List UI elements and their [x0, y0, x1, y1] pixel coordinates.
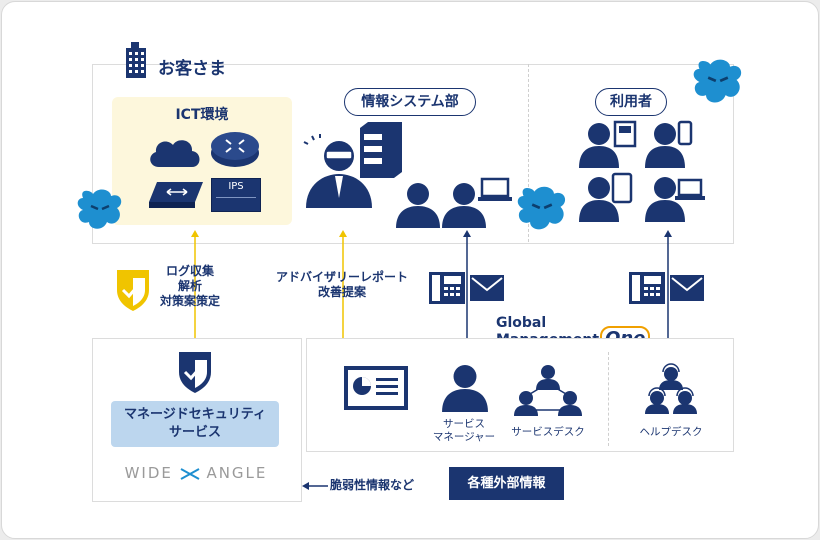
- user-mobile-icon: [645, 120, 693, 168]
- user-laptop-icon: [645, 177, 705, 222]
- shield-check-icon-navy: [179, 352, 211, 393]
- ips-device: IPS: [211, 178, 261, 212]
- server-icon: [360, 122, 402, 178]
- vuln-arrow: [302, 482, 328, 490]
- user-phone-icon: [579, 120, 637, 168]
- external-info-box: 各種外部情報: [449, 467, 564, 500]
- double-arrow-users: [664, 230, 672, 352]
- wide-angle-logo: WIDE ANGLE: [124, 464, 268, 482]
- router-icon: [211, 132, 259, 167]
- frame-divider: [528, 64, 530, 242]
- mail-icon-left: [470, 275, 504, 301]
- yellow-arrow-middle: [339, 230, 347, 338]
- shield-check-icon-yellow: [117, 270, 149, 311]
- customer-label: お客さま: [158, 59, 226, 79]
- vuln-info-label: 脆弱性情報など: [330, 478, 415, 492]
- is-dept-label: 情報システム部: [344, 88, 476, 116]
- ips-grid: [216, 197, 256, 208]
- mail-icon-right: [670, 275, 704, 301]
- log-analysis-text: ログ収集 解析 対策案策定: [159, 264, 220, 308]
- switch-icon: [149, 182, 203, 208]
- threat-monster-icon-left: [77, 189, 122, 229]
- staff-person-icon: [396, 183, 440, 228]
- help-desk-team-icon: [645, 363, 697, 414]
- ict-environment-box: [112, 97, 292, 225]
- staff-person-laptop-icon: [442, 183, 486, 228]
- phone-icon-right: [629, 272, 665, 304]
- wide-angle-mark-icon: [180, 467, 200, 480]
- double-arrow-is-dept: [463, 230, 471, 352]
- phone-icon-left: [429, 272, 465, 304]
- service-desk-label: サービスデスク: [511, 426, 585, 438]
- service-desk-team-icon: [514, 365, 582, 416]
- users-label: 利用者: [595, 88, 667, 116]
- provider-divider: [608, 352, 610, 446]
- ips-label: IPS: [228, 181, 244, 192]
- service-manager-icon: [442, 365, 488, 412]
- gmo-line1: Global: [496, 315, 547, 331]
- user-tablet-icon: [579, 172, 633, 222]
- service-manager-label: サービス マネージャー: [432, 418, 496, 443]
- help-desk-label: ヘルプデスク: [639, 426, 703, 438]
- cloud-icon: [150, 140, 200, 167]
- laptop-icon: [478, 177, 512, 201]
- threat-monster-icon-middle: [517, 186, 566, 230]
- advisory-text: アドバイザリーレポート 改善提案: [275, 270, 408, 299]
- dashboard-icon: [344, 366, 408, 410]
- ict-label: ICT環境: [175, 107, 229, 123]
- yellow-arrow-left: [191, 230, 199, 338]
- building-icon: [126, 42, 146, 78]
- threat-monster-icon-right: [693, 59, 742, 103]
- managed-security-service-box: マネージドセキュリティ サービス: [111, 401, 279, 447]
- admin-person-icon: [303, 134, 372, 208]
